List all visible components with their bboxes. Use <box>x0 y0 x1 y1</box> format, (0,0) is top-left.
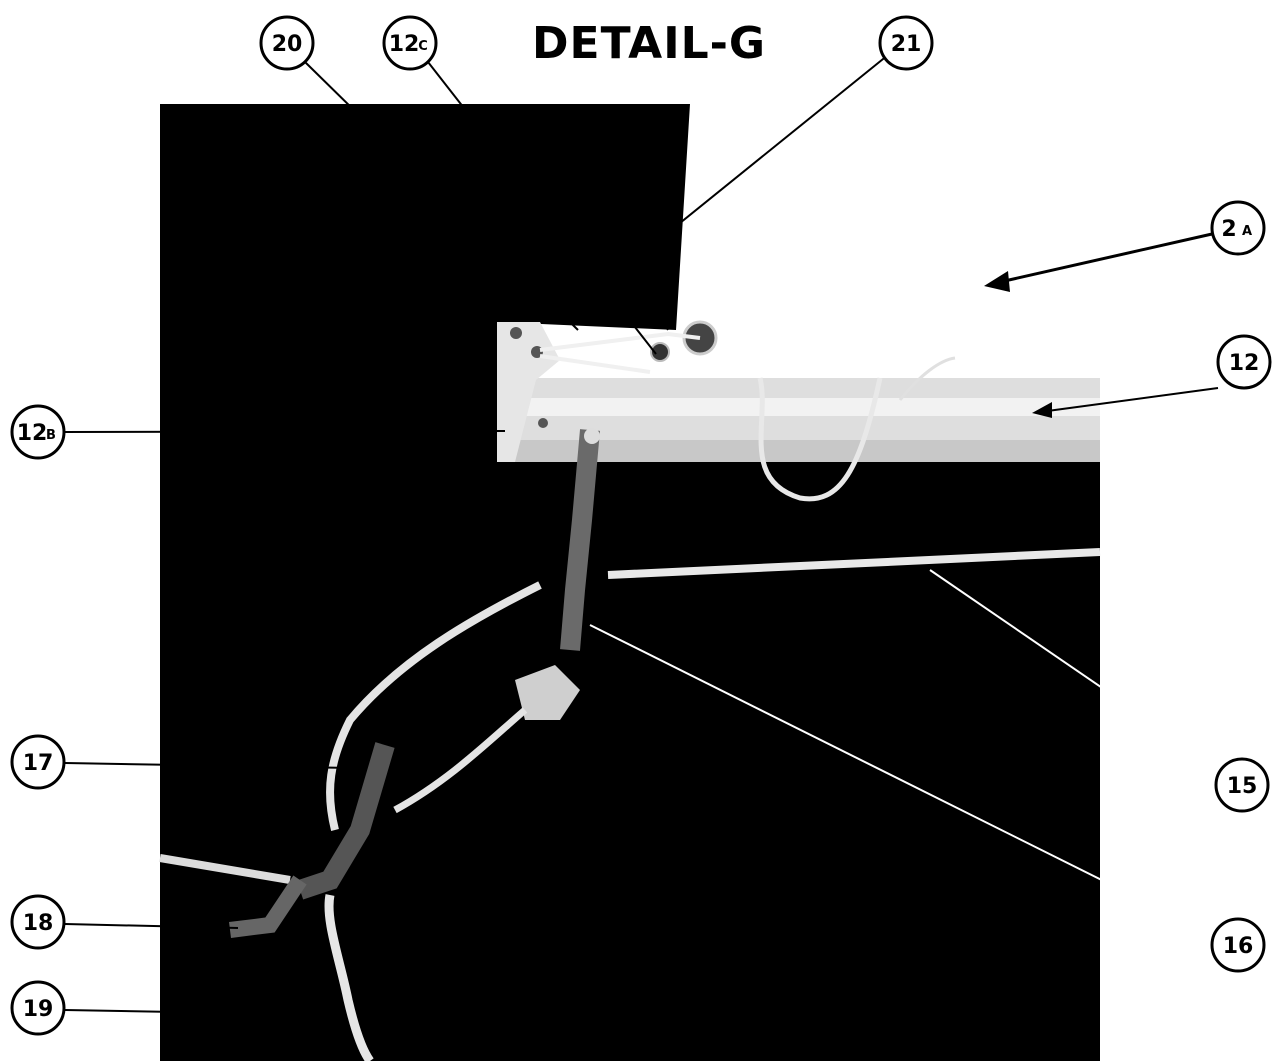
callout-12c-sub: C <box>418 39 428 54</box>
strap-18 <box>229 875 307 938</box>
leader-2a <box>999 232 1213 284</box>
callout-2a-label: 2 <box>1221 217 1236 242</box>
callout-16: 16 <box>1210 917 1266 973</box>
callout-17-label: 17 <box>23 751 54 776</box>
callout-12: 12 <box>1216 334 1272 390</box>
rope-18 <box>159 854 291 884</box>
callout-12b-sub: B <box>46 428 56 443</box>
detail-title: DETAIL-G <box>532 18 766 69</box>
leader-20 <box>304 61 579 331</box>
rope-15 <box>607 548 1101 579</box>
rope-19 <box>324 894 374 1061</box>
callout-19: 19 <box>10 980 66 1036</box>
leader-17 <box>64 762 353 769</box>
callout-12-label: 12 <box>1229 351 1260 376</box>
callout-16-label: 16 <box>1223 934 1254 959</box>
leader-16 <box>589 624 1213 936</box>
callout-2a-sub: A <box>1242 224 1252 239</box>
leader-21 <box>627 54 889 266</box>
block-fitting <box>515 665 580 720</box>
callout-20-label: 20 <box>272 32 303 57</box>
cable-loop <box>757 377 883 502</box>
callout-19-label: 19 <box>23 997 54 1022</box>
callout-12c-label: 12 <box>389 32 420 57</box>
rope-17-a <box>326 581 542 831</box>
leader-lines-white <box>589 569 1223 936</box>
leader-18 <box>64 923 239 929</box>
photo <box>159 104 1101 1061</box>
rope-17-b <box>393 707 528 814</box>
leader-2a-arrowhead <box>984 271 1010 292</box>
strap-17 <box>296 742 395 900</box>
photo-dark-background <box>160 104 1100 1061</box>
callout-15-label: 15 <box>1227 774 1258 799</box>
pulley-small <box>650 342 670 362</box>
pole-highlight <box>505 398 1100 416</box>
pole-shade <box>505 440 1100 462</box>
leader-12b <box>64 430 506 433</box>
leader-lines <box>64 54 889 1016</box>
wire-20 <box>539 331 701 374</box>
callout-15: 15 <box>1214 757 1270 813</box>
callout-12c: 12 C <box>382 15 438 71</box>
callout-2a: 2 A <box>1210 200 1266 256</box>
leader-12 <box>1039 387 1219 413</box>
callout-18: 18 <box>10 894 66 950</box>
bracket-bolt <box>510 327 522 339</box>
leader-21-tail <box>627 264 669 331</box>
callout-21: 21 <box>878 15 934 71</box>
leader-19 <box>64 1009 346 1016</box>
callout-12b-label: 12 <box>17 421 48 446</box>
leader-15 <box>929 569 1223 771</box>
callout-20: 20 <box>259 15 315 71</box>
leader-12c <box>427 61 657 355</box>
shackle <box>584 428 600 444</box>
strap-16 <box>560 429 600 651</box>
cable-strand <box>898 356 956 401</box>
callout-21-label: 21 <box>891 32 922 57</box>
callout-18-label: 18 <box>23 911 54 936</box>
pole-bolt <box>538 418 548 428</box>
callout-12b: 12 B <box>10 404 66 460</box>
callout-17: 17 <box>10 734 66 790</box>
leader-12-arrowhead <box>1032 402 1052 418</box>
